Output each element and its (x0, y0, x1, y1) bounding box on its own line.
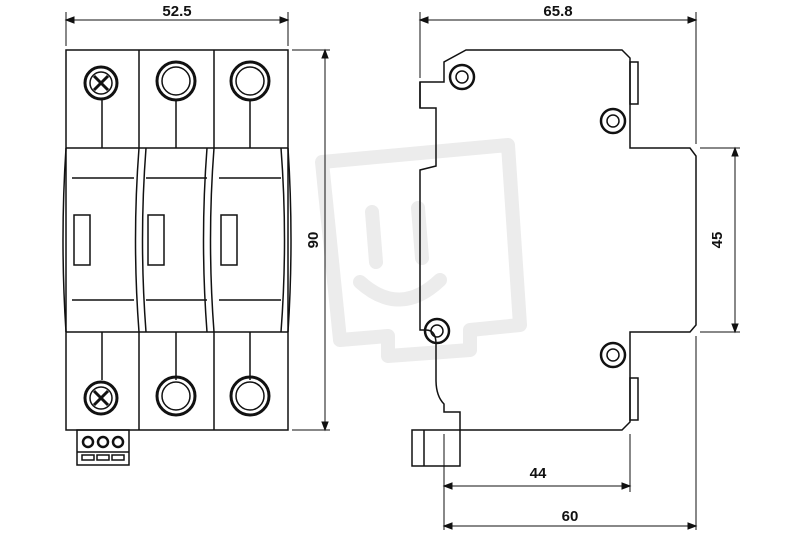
front-body-outline (65, 49, 289, 431)
terminal-opening-icon (229, 60, 271, 102)
side-depth-label: 65.8 (543, 3, 572, 20)
screw-terminal-icon (83, 380, 119, 416)
front-width-label: 52.5 (162, 3, 191, 20)
front-height-dimension (292, 48, 330, 432)
side-view (411, 49, 697, 467)
status-indicator-window (220, 214, 238, 266)
rivet-icon (448, 63, 476, 91)
status-indicator-window (73, 214, 91, 266)
front-view (62, 49, 292, 466)
side-window-dimension (700, 146, 740, 334)
rivet-icon (599, 107, 627, 135)
terminal-opening-icon (229, 375, 271, 417)
rivet-icon (599, 341, 627, 369)
side-profile-outline (419, 49, 697, 431)
overall-depth-dimension (442, 336, 698, 530)
overall-depth-label: 60 (562, 508, 579, 525)
front-height-label: 90 (305, 232, 322, 249)
rivet-icon (423, 317, 451, 345)
din-rail-clip (411, 429, 461, 467)
side-window-label: 45 (709, 232, 726, 249)
remote-signal-connector (76, 429, 130, 466)
terminal-opening-icon (155, 375, 197, 417)
status-indicator-window (147, 214, 165, 266)
side-depth-dimension (418, 12, 698, 144)
screw-terminal-icon (83, 65, 119, 101)
terminal-opening-icon (155, 60, 197, 102)
rail-depth-dimension (442, 434, 632, 492)
rail-depth-label: 44 (530, 465, 547, 482)
watermark-plug-icon (315, 138, 527, 363)
front-width-dimension (64, 12, 290, 46)
